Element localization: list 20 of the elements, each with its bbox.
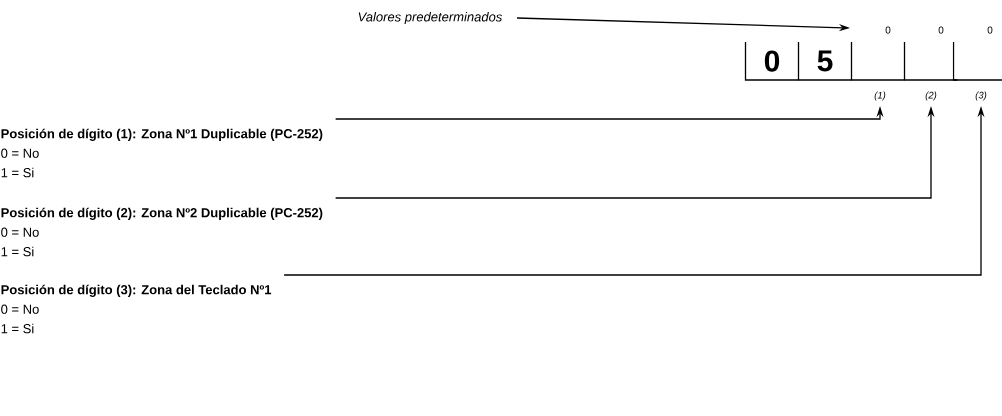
- position-label: (1): [874, 91, 886, 101]
- digit-cell: 5: [797, 41, 853, 81]
- option-value: 1 = Si: [1, 167, 34, 178]
- option-heading: Posición de dígito (1): Zona Nº1 Duplicable (PC-252): [1, 128, 323, 141]
- position-label: (2): [925, 91, 937, 101]
- default-value: 0: [987, 26, 993, 34]
- option-value: 1 = Si: [1, 246, 34, 257]
- digit-cell: 0: [744, 41, 800, 81]
- option-value: 1 = Si: [1, 323, 34, 334]
- default-value: 0: [885, 26, 891, 34]
- option-heading: Posición de dígito (2): Zona Nº2 Duplicable (PC-252): [1, 207, 323, 220]
- option-value: 0 = No: [1, 304, 39, 314]
- default-value: 0: [938, 26, 944, 34]
- position-label: (3): [975, 91, 987, 101]
- digit-cell: [850, 41, 906, 81]
- option-value: 0 = No: [1, 148, 39, 158]
- caption-text: Valores predeterminados: [358, 11, 503, 25]
- option-heading: Posición de dígito (3): Zona del Teclado Nº1: [1, 284, 272, 297]
- digit-cell: [952, 41, 1002, 81]
- option-value: 0 = No: [1, 227, 39, 237]
